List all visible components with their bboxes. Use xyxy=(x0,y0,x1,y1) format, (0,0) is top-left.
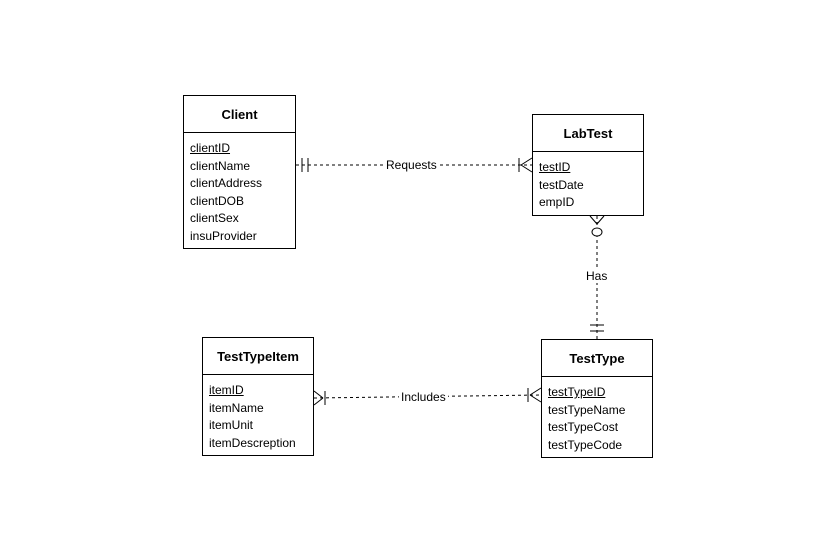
entity-testtype[interactable]: TestType testTypeID testTypeName testTyp… xyxy=(541,339,653,458)
entity-testtypeitem-attr: itemUnit xyxy=(209,418,254,432)
entity-client-attr: clientName xyxy=(190,158,251,173)
entity-client-attr: clientSex xyxy=(190,211,239,225)
entity-testtypeitem-title: TestTypeItem xyxy=(203,338,313,375)
entity-testtype-attr: testTypeName xyxy=(548,402,626,417)
entity-client[interactable]: Client clientID clientName clientAddress… xyxy=(183,95,296,249)
entity-labtest[interactable]: LabTest testID testDate empID xyxy=(532,114,644,216)
entity-labtest-attr: empID xyxy=(539,195,575,209)
entity-testtype-attr: testTypeCost xyxy=(548,420,619,434)
entity-client-attr: insuProvider xyxy=(190,228,257,243)
entity-testtype-attr: testTypeCode xyxy=(548,437,623,452)
relationship-includes-label[interactable]: Includes xyxy=(399,390,448,404)
entity-client-attr: clientAddress xyxy=(190,176,263,190)
entity-client-attr-primary-key: clientID xyxy=(190,141,231,155)
entity-labtest-attr-primary-key: testID xyxy=(539,160,571,174)
relationship-requests-connector[interactable] xyxy=(296,157,533,173)
entity-labtest-attr: testDate xyxy=(539,177,584,192)
entity-testtypeitem[interactable]: TestTypeItem itemID itemName itemUnit it… xyxy=(202,337,314,456)
entity-labtest-title: LabTest xyxy=(533,115,643,152)
entity-testtype-attr-primary-key: testTypeID xyxy=(548,385,606,399)
entity-testtypeitem-attr-primary-key: itemID xyxy=(209,383,244,397)
relationship-includes-connector[interactable] xyxy=(313,387,542,406)
entity-labtest-attributes: testID testDate empID xyxy=(533,152,643,212)
entity-testtypeitem-attr: itemDescreption xyxy=(209,435,296,450)
entity-client-title: Client xyxy=(184,96,295,133)
entity-client-attributes: clientID clientName clientAddress client… xyxy=(184,133,295,245)
relationship-has-label[interactable]: Has xyxy=(584,269,610,283)
relationship-requests-label[interactable]: Requests xyxy=(384,158,439,172)
entity-client-attr: clientDOB xyxy=(190,193,245,208)
entity-testtypeitem-attr: itemName xyxy=(209,400,264,415)
entity-testtypeitem-attributes: itemID itemName itemUnit itemDescreption xyxy=(203,375,313,452)
entity-testtype-title: TestType xyxy=(542,340,652,377)
entity-testtype-attributes: testTypeID testTypeName testTypeCost tes… xyxy=(542,377,652,454)
